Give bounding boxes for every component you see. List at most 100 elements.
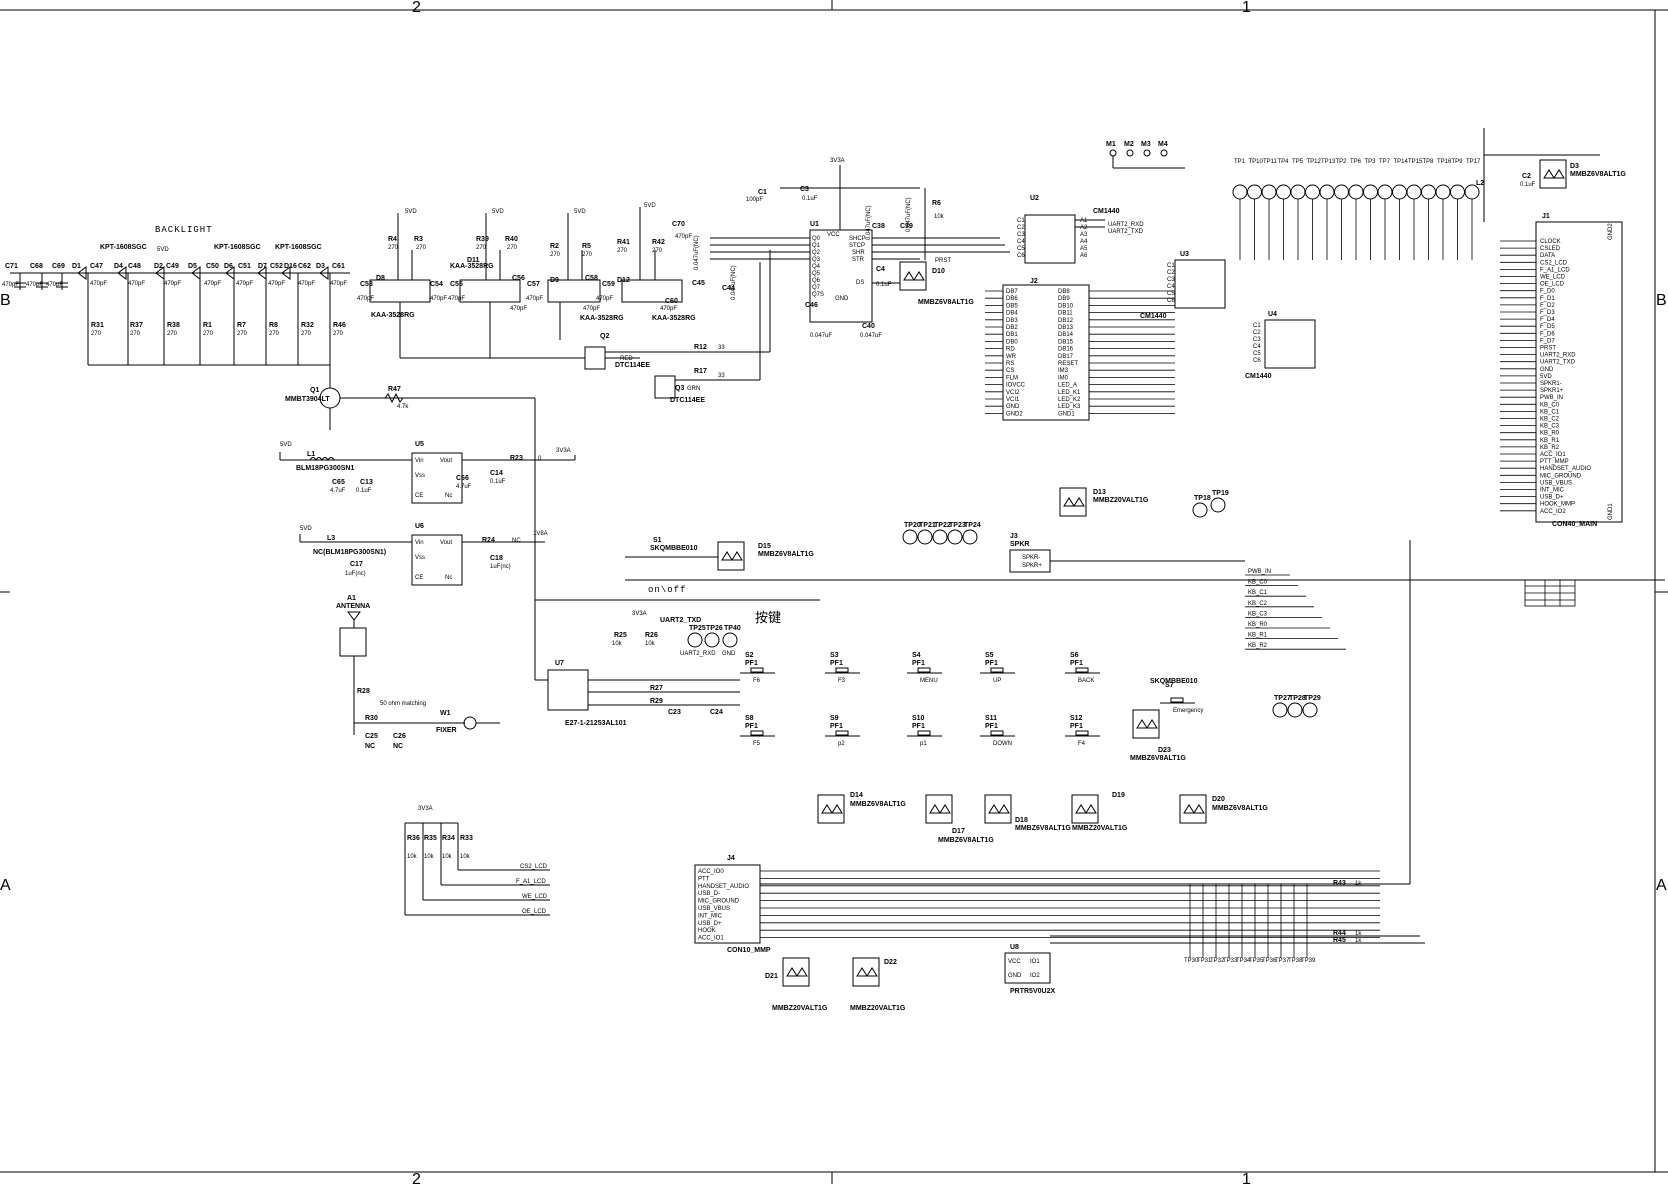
j1-pin: CSLED — [1540, 246, 1561, 252]
kaa-supply-4: 5VD — [644, 203, 656, 209]
u2-a3: A3 — [1080, 232, 1088, 238]
j2-pin-left: RS — [1006, 361, 1014, 367]
u4-c6: C6 — [1253, 358, 1261, 364]
u2-net-txd: UART2_TXD — [1108, 229, 1144, 235]
led-d5: D5 — [188, 263, 197, 270]
c40-value: 0.047uF — [860, 333, 882, 339]
cap-c62: C62 — [298, 263, 311, 270]
u1-pin-shcp: SHCP — [849, 236, 866, 242]
d23-part: MMBZ6V8ALT1G — [1130, 755, 1186, 762]
j4-pins: ACC_IO0PTTHANDSET_AUDIOUSB_D-MIC_GROUNDU… — [698, 869, 1380, 942]
backlight-part-1: KPT-1608SGC — [100, 244, 147, 251]
kb-net-label: KB_C3 — [1248, 611, 1268, 617]
j2-pin-right: LED_A — [1058, 383, 1077, 389]
keypad-switches: S2PF1F6S3PF1F3S4PF1MENUS5PF1UPS6PF1BACKS… — [740, 652, 1203, 747]
led-d3: D3 — [316, 263, 325, 270]
tp-mid-label: TP40 — [724, 625, 741, 632]
u8-part: PRTR5V0U2X — [1010, 988, 1055, 995]
c2-ref: C2 — [1522, 173, 1531, 180]
d22-part: MMBZ20VALT1G — [850, 1005, 906, 1012]
j1-pin: UART2_TXD — [1540, 360, 1576, 366]
c45-value: 0.047uF(NC) — [694, 235, 700, 270]
s1-ref: S1 — [653, 537, 662, 544]
d21-part: MMBZ20VALT1G — [772, 1005, 828, 1012]
cap-c48-value: 470pF — [128, 281, 145, 287]
r45-ref: R45 — [1333, 937, 1346, 944]
tp-top-label: TP2 — [1336, 159, 1348, 165]
kaa-supply-3: 5VD — [574, 209, 586, 215]
pullup-r34: R34 — [442, 835, 455, 842]
keypad-title: 按键 — [755, 611, 781, 626]
u6-c17-value: 1uF(nc) — [345, 571, 366, 577]
j2-pin-left: DB0 — [1006, 339, 1018, 345]
u6-pin-nc: Nc — [445, 575, 452, 581]
u5-c13: C13 — [360, 479, 373, 486]
u3-c6: C6 — [1167, 298, 1175, 304]
u2-part: CM1440 — [1093, 208, 1120, 215]
j1-pin: F_D5 — [1540, 324, 1555, 330]
j1-pin: DATA — [1540, 253, 1555, 259]
keypad-switch-ref: S12 — [1070, 715, 1083, 722]
tp-bottom-label: TP33 — [1223, 958, 1238, 964]
c26-ref: C26 — [393, 733, 406, 740]
tp26-net: UART2_RXD — [680, 651, 716, 657]
pullup-r36: R36 — [407, 835, 420, 842]
j1-ref: J1 — [1542, 213, 1550, 220]
c25-nc: NC — [365, 743, 375, 750]
kaa-c53-value: 470pF — [357, 296, 374, 302]
l2-ref: L2 — [1476, 180, 1484, 187]
kb-net-label: KB_R0 — [1248, 622, 1268, 628]
u5-r23-value: 0 — [538, 456, 542, 462]
u2-c3: C3 — [1017, 232, 1025, 238]
q2-part: DTC114EE — [615, 362, 650, 369]
r27-ref: R27 — [650, 685, 663, 692]
keypad-switch-part: PF1 — [1070, 723, 1083, 730]
tp-mid-label: TP22 — [934, 522, 951, 529]
u7-part: E27-1-21253AL101 — [565, 720, 627, 727]
keypad-switch-ref: S7 — [1165, 682, 1174, 689]
keypad-switch-name: DOWN — [993, 741, 1012, 747]
kaa-c56: C56 — [512, 275, 525, 282]
u3-c4: C4 — [1167, 284, 1175, 290]
backlight-part-2: KPT-1608SGC — [214, 244, 261, 251]
j1-pin: MIC_GROUND — [1540, 473, 1582, 479]
kaa-c54-value: 470pF — [430, 296, 447, 302]
q3-part: DTC114EE — [670, 397, 705, 404]
c1-value: 100pF — [746, 197, 763, 203]
c2-value: 0.1uF — [1520, 182, 1536, 188]
backlight-cap-values: C47 C48 C49 C50 C51 C52 C62 C61 470pF 47… — [90, 263, 347, 287]
r26-ref: R26 — [645, 632, 658, 639]
u6-r24: R24 — [482, 537, 495, 544]
kaa-r42: R42 — [652, 239, 665, 246]
cap-c49-value: 470pF — [164, 281, 181, 287]
led-d2: D2 — [154, 263, 163, 270]
cap-c71: C71 — [5, 263, 18, 270]
kaa-c57-value: 470pF — [526, 296, 543, 302]
kaa-part-4: KAA-3528RG — [652, 315, 696, 322]
u5-l1-part: BLM18PG300SN1 — [296, 465, 354, 472]
match-note: 50 ohm matching — [380, 701, 426, 707]
keypad-switch-ref: S5 — [985, 652, 994, 659]
u6-supply: 5VD — [300, 526, 312, 532]
u5-section: U5 5VD L1 BLM18PG300SN1 Vin Vss CE Vout … — [279, 441, 576, 504]
q3-grn: GRN — [687, 386, 700, 392]
j2-pin-left: CS — [1006, 368, 1014, 374]
tp-mid-label: TP29 — [1304, 695, 1321, 702]
kaa-r40: R40 — [505, 236, 518, 243]
c46-value: 0.047uF — [810, 333, 832, 339]
pullup-supply: 3V3A — [418, 806, 433, 812]
d15-part: MMBZ6V8ALT1G — [758, 551, 814, 558]
keypad-switch-ref: S2 — [745, 652, 754, 659]
j2-pin-right: DB13 — [1058, 325, 1074, 331]
s1-label: on\off — [648, 585, 686, 595]
tp-mid-label: TP23 — [949, 522, 966, 529]
res-r46: R46 — [333, 322, 346, 329]
j1-pin: PRST — [1540, 346, 1556, 352]
j1-pin: KB_C0 — [1540, 402, 1560, 408]
u3-c2: C2 — [1167, 270, 1175, 276]
backlight-supply: 5VD — [157, 247, 169, 253]
tp-mid-label: TP18 — [1194, 495, 1211, 502]
u8-pin-vcc: VCC — [1008, 959, 1021, 965]
pullup-r36-value: 10k — [407, 854, 418, 860]
